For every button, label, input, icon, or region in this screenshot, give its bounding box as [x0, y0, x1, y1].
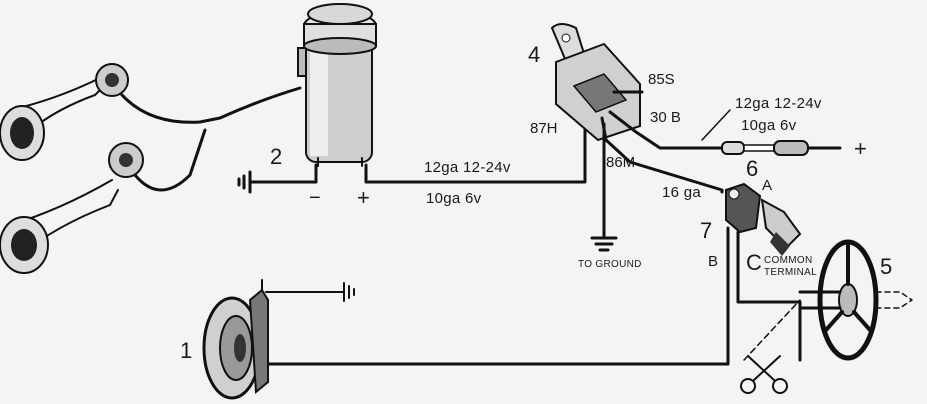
- relay-30-lead: [608, 110, 724, 150]
- relay-pin-86: 86M: [606, 154, 636, 171]
- label-compressor-number: 2: [270, 144, 283, 169]
- relay-pin-30: 30 B: [650, 109, 681, 126]
- compressor-negative-sign: −: [309, 187, 321, 209]
- wire-label-leader: [701, 109, 731, 141]
- wire-label-compressor-6v: 10ga 6v: [426, 190, 482, 207]
- label-switch-number: 7: [700, 218, 713, 243]
- relay-pin-85: 85S: [648, 71, 675, 88]
- cut-scissors-icon: [740, 355, 788, 394]
- compressor-positive-wire: [364, 126, 587, 184]
- common-terminal-line1: COMMON: [764, 255, 813, 266]
- compressor-ground-wire: [248, 163, 318, 184]
- label-fuse-number: 6: [746, 156, 759, 181]
- label-horn-number: 1: [180, 338, 193, 363]
- horn-feed-wire: [260, 226, 730, 366]
- to-ground-label: TO GROUND: [578, 259, 642, 270]
- compressor-body: [297, 3, 377, 167]
- horn-switch: [725, 182, 802, 256]
- common-terminal-line2: TERMINAL: [764, 267, 817, 278]
- air-horn-trumpets: [0, 63, 302, 274]
- switch-terminal-c: C: [746, 250, 762, 275]
- wire-label-compressor-12v: 12ga 12-24v: [424, 159, 511, 176]
- wire-label-battery-12v: 12ga 12-24v: [735, 95, 822, 112]
- switch-common-wire: [736, 230, 802, 362]
- electric-horn: [202, 279, 269, 400]
- wire-label-battery-6v: 10ga 6v: [741, 117, 797, 134]
- switch-terminal-b: B: [708, 253, 719, 270]
- compressor-positive-sign: +: [357, 185, 370, 210]
- steering-wheel: [798, 239, 913, 361]
- battery-positive-sign: +: [854, 136, 867, 161]
- relay-body: [550, 23, 641, 142]
- label-relay-number: 4: [528, 42, 541, 67]
- label-steering-number: 5: [880, 254, 893, 279]
- horn-ground-symbol: [343, 282, 355, 302]
- inline-fuse: [721, 140, 809, 156]
- relay-ground-symbol: [590, 236, 618, 252]
- wire-label-switch-gauge: 16 ga: [662, 184, 702, 201]
- compressor-ground-symbol: [237, 170, 252, 194]
- column-hatch: [743, 299, 801, 361]
- relay-pin-87: 87H: [530, 120, 558, 137]
- switch-terminal-a: A: [762, 177, 773, 194]
